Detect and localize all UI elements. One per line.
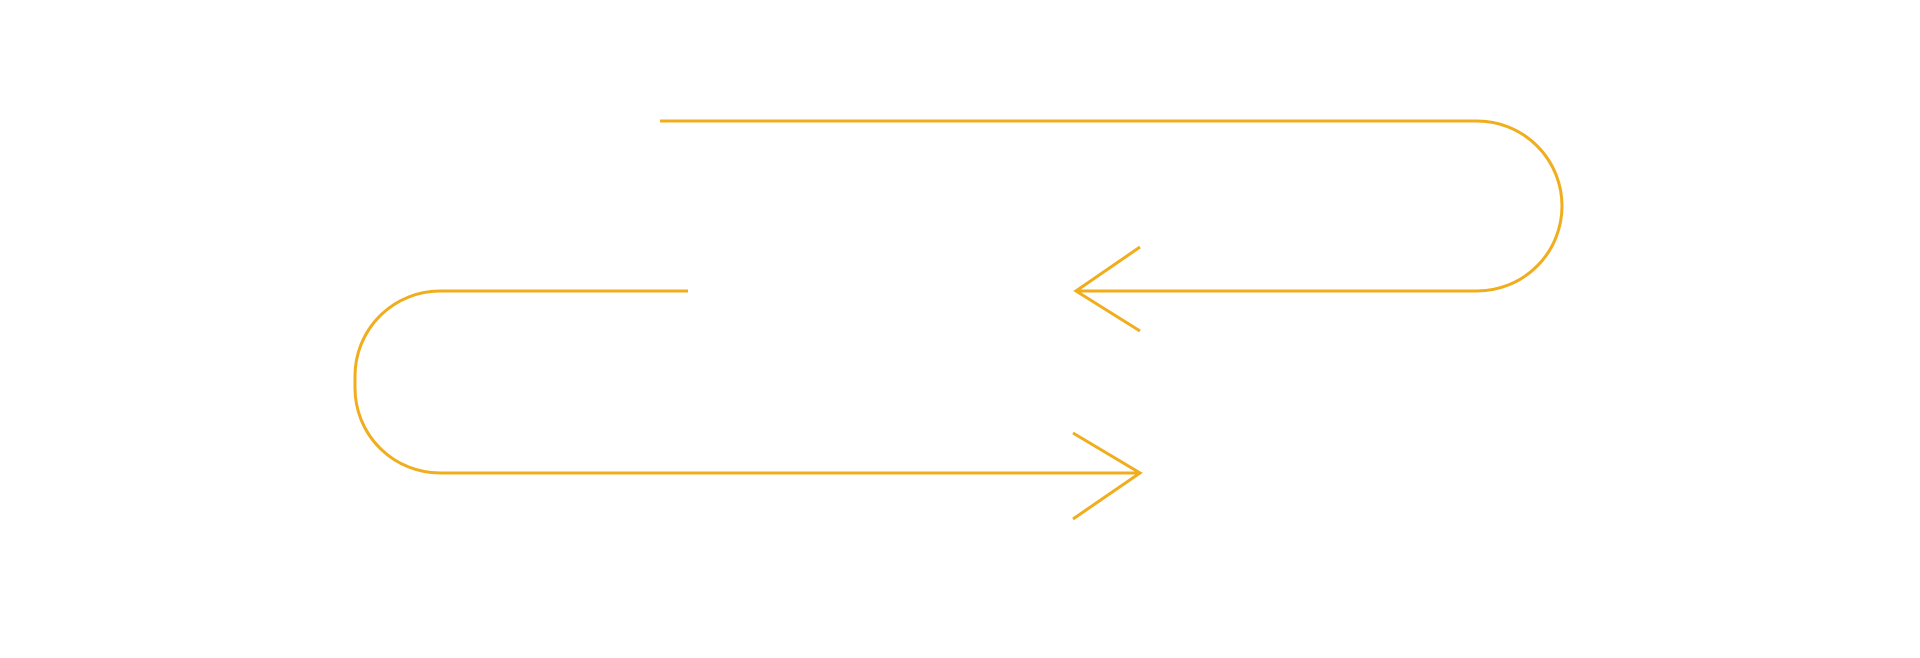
chevron-left-arrowhead-icon <box>1073 245 1141 333</box>
upper-loop-connector <box>660 119 1564 293</box>
lower-loop-connector <box>353 289 1140 475</box>
upper-loop-group <box>660 119 1564 333</box>
lower-loop-group <box>353 289 1143 521</box>
chevron-right-arrowhead-icon <box>1072 431 1143 521</box>
